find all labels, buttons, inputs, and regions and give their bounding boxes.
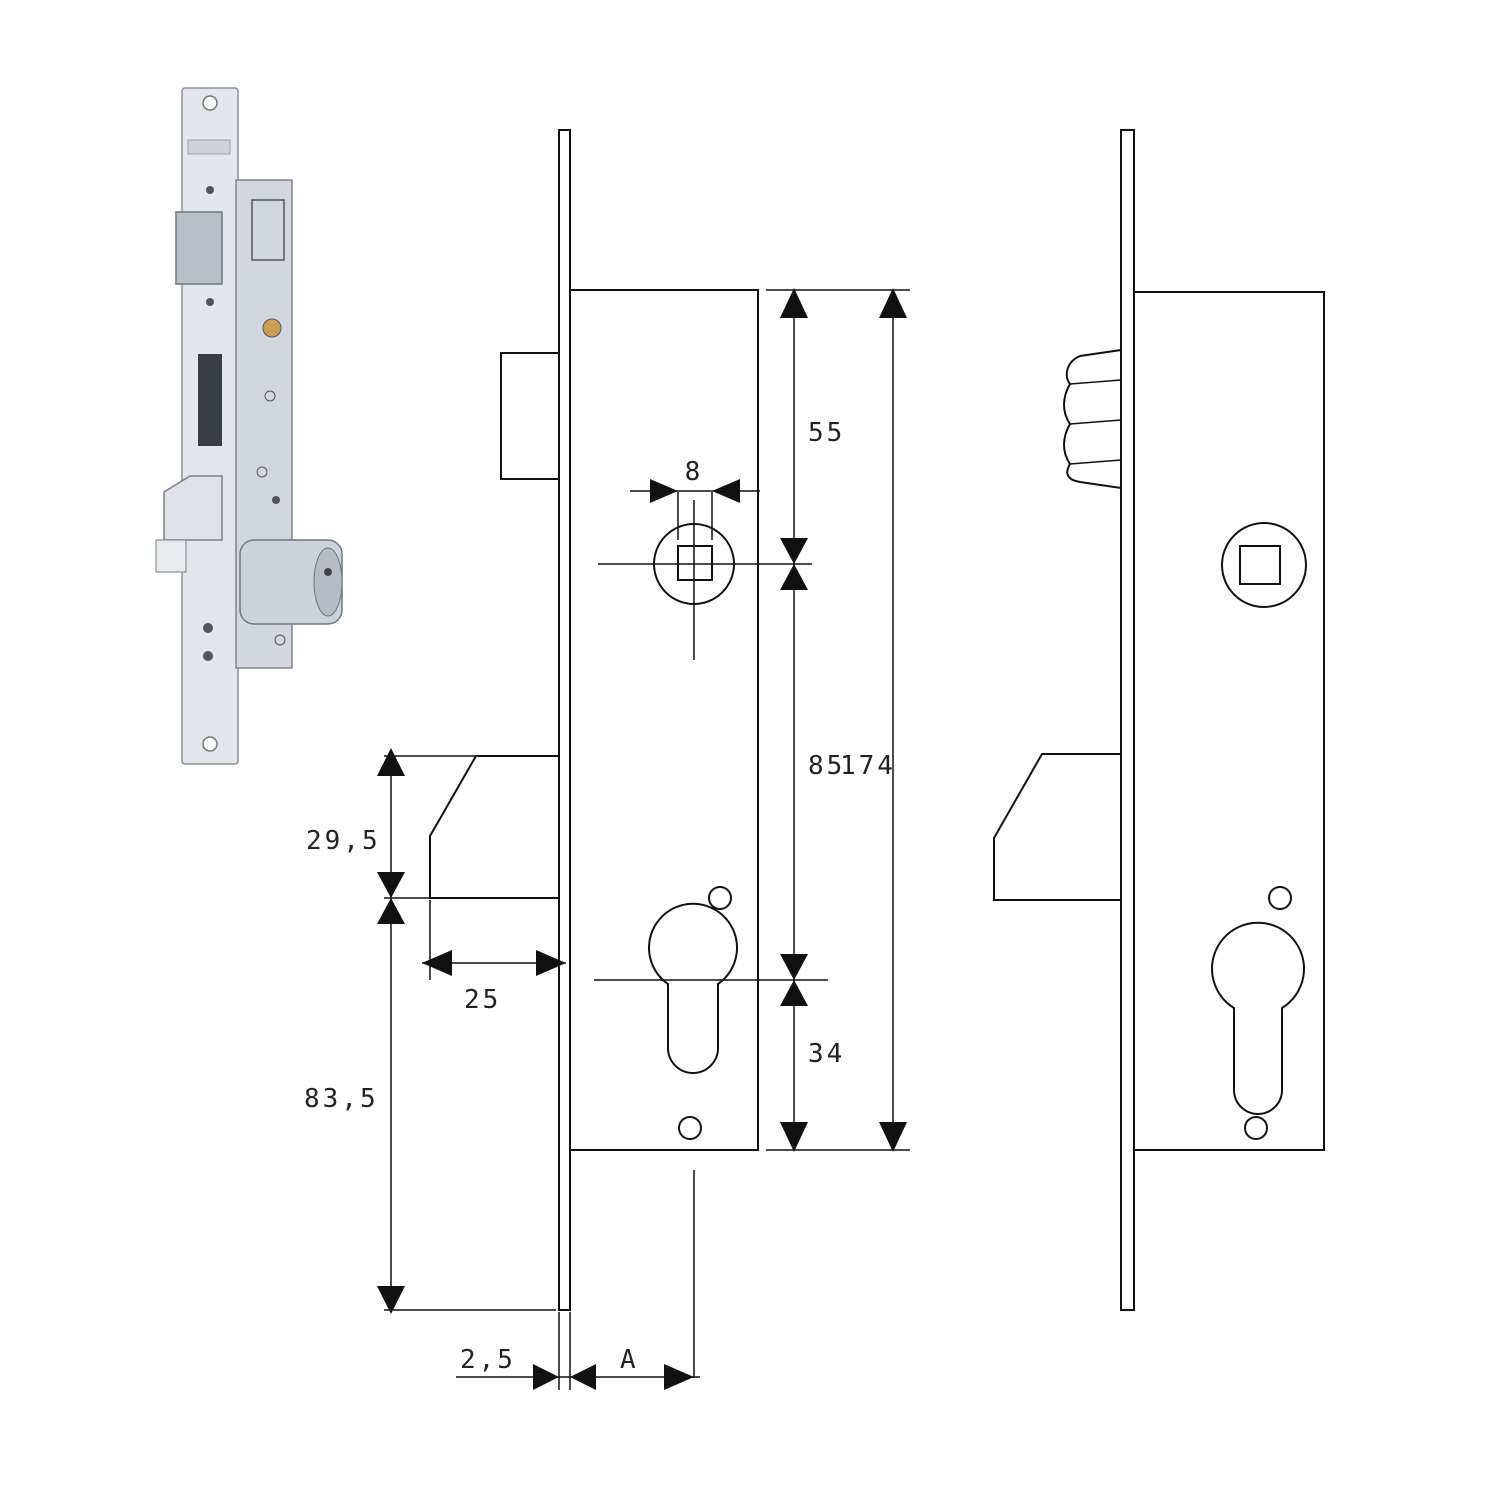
arrow-174-bottom bbox=[879, 1122, 907, 1152]
lock-side-view-drawing bbox=[993, 129, 1325, 1311]
dim-latch-projection: 25 bbox=[464, 985, 501, 1015]
lock-front-view-drawing bbox=[429, 129, 828, 1378]
dim-latch-height: 29,5 bbox=[306, 826, 381, 856]
dim-total-height: 174 bbox=[840, 751, 896, 781]
dim-latch-to-bottom: 83,5 bbox=[304, 1084, 379, 1114]
dim-backset: A bbox=[620, 1345, 639, 1375]
arrow-174-top bbox=[879, 288, 907, 318]
mortise-lock-photo-icon bbox=[155, 87, 343, 765]
dimension-labels: 8 55 85 174 34 29,5 25 83,5 2,5 A bbox=[304, 418, 896, 1375]
dimension-lines bbox=[377, 288, 910, 1390]
dim-faceplate-thickness: 2,5 bbox=[460, 1345, 516, 1375]
dim-spindle-width: 8 bbox=[685, 457, 704, 487]
dim-cylinder-to-bottom: 34 bbox=[808, 1039, 845, 1069]
dim-top-to-spindle: 55 bbox=[808, 418, 845, 448]
roller-bolt-icon bbox=[1063, 348, 1122, 490]
dim-spindle-to-cylinder: 85 bbox=[808, 751, 845, 781]
